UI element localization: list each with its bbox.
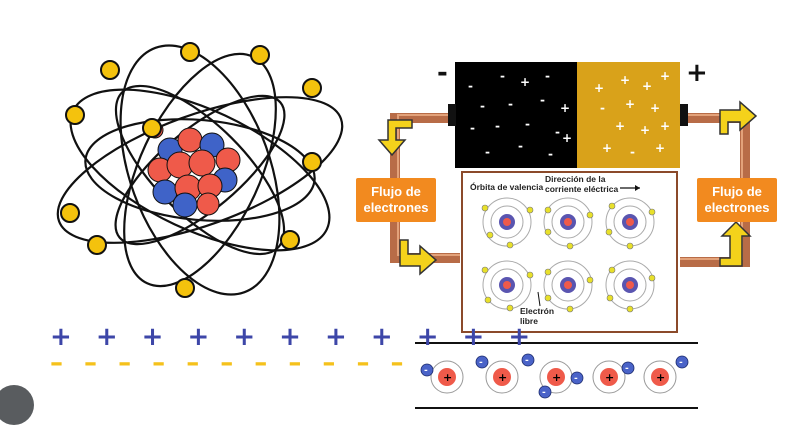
svg-text:-: -: [545, 69, 550, 83]
negative-terminal: -: [437, 58, 448, 88]
electrons: [60, 42, 322, 298]
arrow-icon: [377, 119, 413, 157]
svg-text:-: -: [468, 79, 473, 93]
ions: + + + + +: [430, 360, 677, 394]
svg-text:+: +: [498, 371, 507, 384]
svg-text:+: +: [625, 97, 635, 111]
svg-text:-: -: [424, 366, 428, 376]
svg-text:+: +: [650, 101, 660, 115]
battery-positive: [577, 62, 680, 168]
svg-text:+: +: [656, 371, 665, 384]
svg-text:+: +: [655, 141, 665, 155]
svg-text:-: -: [679, 358, 683, 368]
svg-text:+: +: [594, 81, 604, 95]
svg-text:-: -: [508, 97, 513, 111]
mini-atoms: [482, 197, 655, 310]
svg-text:+: +: [562, 131, 572, 145]
current-direction-label: Dirección de la corriente eléctrica: [545, 174, 619, 194]
svg-text:-: -: [574, 374, 578, 384]
svg-text:+: +: [443, 371, 452, 384]
svg-text:-: -: [500, 69, 505, 83]
lens-icon[interactable]: [0, 385, 34, 425]
svg-text:-: -: [630, 145, 635, 159]
svg-text:-: -: [525, 117, 530, 131]
svg-text:+: +: [552, 371, 561, 384]
svg-text:-: -: [470, 121, 475, 135]
svg-text:-: -: [518, 139, 523, 153]
svg-text:+: +: [642, 79, 652, 93]
svg-text:-: -: [555, 125, 560, 139]
valence-orbit-label: Órbita de valencia: [470, 182, 544, 192]
nucleus: [146, 121, 241, 218]
free-electrons: [420, 353, 689, 399]
svg-text:+: +: [620, 73, 630, 87]
svg-text:+: +: [660, 119, 670, 133]
svg-text:+: +: [615, 119, 625, 133]
svg-text:+: +: [605, 371, 614, 384]
svg-text:+: +: [660, 69, 670, 83]
svg-text:-: -: [495, 119, 500, 133]
left-flow-label: Flujo de electrones: [356, 178, 436, 222]
svg-text:-: -: [600, 101, 605, 115]
right-flow-label: Flujo de electrones: [697, 178, 777, 222]
orbit-ring: [84, 118, 316, 222]
svg-text:+: +: [560, 101, 570, 115]
arrow-icon: [719, 100, 758, 135]
svg-text:-: -: [525, 356, 529, 366]
positive-terminal: +: [686, 58, 708, 88]
battery-negative: [455, 62, 577, 168]
svg-text:+: +: [640, 123, 650, 137]
svg-text:-: -: [625, 364, 629, 374]
svg-text:+: +: [602, 141, 612, 155]
free-electron-label: Electrón libre: [520, 306, 555, 326]
inner-panel: [461, 171, 678, 333]
orbit-ring: [119, 44, 281, 296]
svg-text:-: -: [542, 388, 546, 398]
svg-text:-: -: [548, 147, 553, 161]
svg-text:-: -: [540, 93, 545, 107]
arrow-icon: [719, 220, 752, 267]
svg-text:-: -: [485, 145, 490, 159]
svg-text:-: -: [479, 358, 483, 368]
svg-text:-: -: [480, 99, 485, 113]
svg-text:+: +: [520, 75, 530, 89]
arrow-icon: [399, 239, 438, 276]
plus-charge-row: + + + + + + + + + + +: [50, 322, 538, 352]
minus-charge-row: – – – – – – – – – – –: [50, 348, 410, 378]
